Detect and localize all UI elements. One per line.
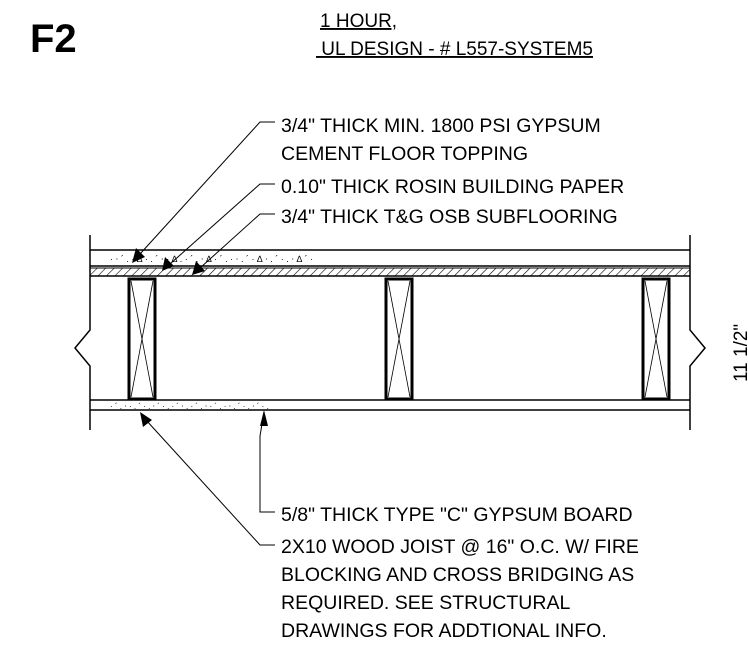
wood-joist (127, 277, 157, 401)
leader-lines (139, 121, 275, 546)
osb-subfloor (90, 265, 690, 277)
gypsum-ceiling-board: · ´ . ⋅ · . ´ · . ⋅ ´ · . · ´ ⋅ . · ´ . … (90, 399, 690, 411)
callout-topping-line1: 3/4" THICK MIN. 1800 PSI GYPSUM (281, 115, 601, 137)
svg-text:· ⋅ ´ . · ∆ · . ´ ⋅ · ∆ . ·: · ⋅ ´ . · ∆ · . ´ ⋅ · ∆ . · ´ . ⋅ ∆ · ´ … (110, 254, 313, 264)
fire-rating: 1 HOUR, (320, 11, 397, 32)
callout-osb: 3/4" THICK T&G OSB SUBFLOORING (281, 206, 618, 228)
detail-tag: F2 (30, 17, 77, 61)
callout-gypsum-board: 5/8" THICK TYPE "C" GYPSUM BOARD (281, 504, 633, 526)
callout-topping-line2: CEMENT FLOOR TOPPING (281, 143, 528, 165)
dimension-depth: 11 1/2" (731, 324, 748, 382)
leader-arrowheads (132, 248, 268, 427)
callout-joist-line4: DRAWINGS FOR ADDTIONAL INFO. (281, 620, 607, 642)
break-line-right (689, 235, 706, 430)
callout-rosin-paper: 0.10" THICK ROSIN BUILDING PAPER (281, 176, 624, 198)
ul-design-number: UL DESIGN - # L557-SYSTEM5 (316, 39, 593, 60)
callout-joist-line2: BLOCKING AND CROSS BRIDGING AS (281, 564, 634, 586)
svg-text:· ´ . ⋅ · . ´ · . ⋅ ´ ·: · ´ . ⋅ · . ´ · . ⋅ ´ · . · ´ ⋅ . · ´ . … (110, 402, 269, 411)
wood-joist (641, 277, 671, 401)
wood-joist (384, 277, 414, 401)
break-line-left (74, 235, 91, 430)
callout-joist-line1: 2X10 WOOD JOIST @ 16" O.C. W/ FIRE (281, 536, 639, 558)
callout-joist-line3: REQUIRED. SEE STRUCTURAL (281, 592, 570, 614)
gypsum-cement-topping: · ⋅ ´ . · ∆ · . ´ ⋅ · ∆ . · ´ . ⋅ ∆ · ´ … (90, 249, 690, 264)
